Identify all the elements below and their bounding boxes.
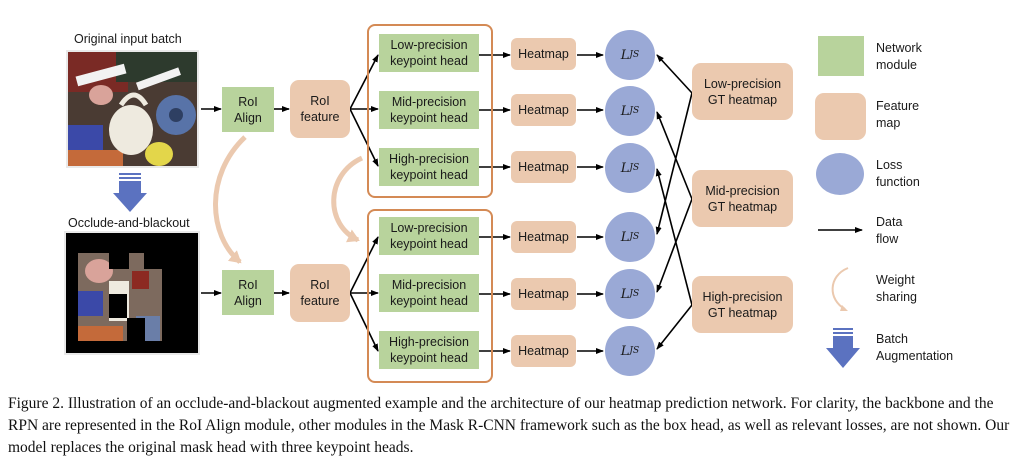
roi-feature-top: RoI feature <box>290 80 350 138</box>
legend-weight-sharing-label: Weight sharing <box>876 273 917 304</box>
keypoint-heads-group-top <box>367 24 493 198</box>
gt-arrow <box>656 54 693 94</box>
high-precision-keypoint-head-top: High-precision keypoint head <box>379 148 479 186</box>
legend-batch-augmentation-icon <box>826 328 860 368</box>
heatmap-3: Heatmap <box>511 151 576 183</box>
occluded-input-title: Occlude-and-blackout <box>68 216 190 230</box>
legend-weight-sharing-icon <box>831 267 849 310</box>
gt-arrow <box>655 168 693 306</box>
heatmap-6: Heatmap <box>511 335 576 367</box>
keypoint-heads-group-bottom <box>367 209 493 383</box>
mid-precision-keypoint-head-bottom: Mid-precision keypoint head <box>379 274 479 312</box>
heatmap-1: Heatmap <box>511 38 576 70</box>
flow-arrow <box>349 236 379 294</box>
legend-feature-map-label: Feature map <box>876 99 920 130</box>
legend-batch-augmentation-label: Batch Augmentation <box>876 332 954 363</box>
flow-arrow <box>349 54 379 110</box>
roi-align-top: RoI Align <box>222 87 274 132</box>
gt-arrow <box>655 92 693 235</box>
legend-loss-function-label: Loss function <box>876 158 920 189</box>
figure-caption: Figure 2. Illustration of an occlude-and… <box>8 395 1010 456</box>
flow-arrow <box>349 292 379 352</box>
gt-arrow <box>656 111 693 200</box>
low-precision-keypoint-head-bottom: Low-precision keypoint head <box>379 217 479 255</box>
high-precision-gt-heatmap: High-precision GT heatmap <box>692 276 793 333</box>
legend-network-module-label: Network module <box>876 41 922 72</box>
legend-network-module-icon <box>818 36 864 76</box>
heatmap-5: Heatmap <box>511 278 576 310</box>
original-input-title: Original input batch <box>74 32 182 46</box>
mid-precision-gt-heatmap: Mid-precision GT heatmap <box>692 170 793 227</box>
gt-arrow <box>656 304 693 350</box>
weight-sharing-arc-heads <box>331 155 364 243</box>
legend-feature-map-icon <box>815 93 866 140</box>
gt-arrow <box>656 198 693 293</box>
legend-data-flow-label: Data flow <box>876 215 903 246</box>
low-precision-keypoint-head-top: Low-precision keypoint head <box>379 34 479 72</box>
heatmap-2: Heatmap <box>511 94 576 126</box>
batch-augmentation-arrow <box>113 173 147 212</box>
roi-feature-bottom: RoI feature <box>290 264 350 322</box>
low-precision-gt-heatmap: Low-precision GT heatmap <box>692 63 793 120</box>
flow-arrow <box>349 108 379 167</box>
occluded-input-image <box>64 231 200 355</box>
high-precision-keypoint-head-bottom: High-precision keypoint head <box>379 331 479 369</box>
original-input-image <box>66 50 199 168</box>
roi-align-bottom: RoI Align <box>222 270 274 315</box>
mid-precision-keypoint-head-top: Mid-precision keypoint head <box>379 91 479 129</box>
heatmap-4: Heatmap <box>511 221 576 253</box>
weight-sharing-arc-roi-align <box>213 135 247 264</box>
legend-loss-function-icon <box>816 153 864 195</box>
